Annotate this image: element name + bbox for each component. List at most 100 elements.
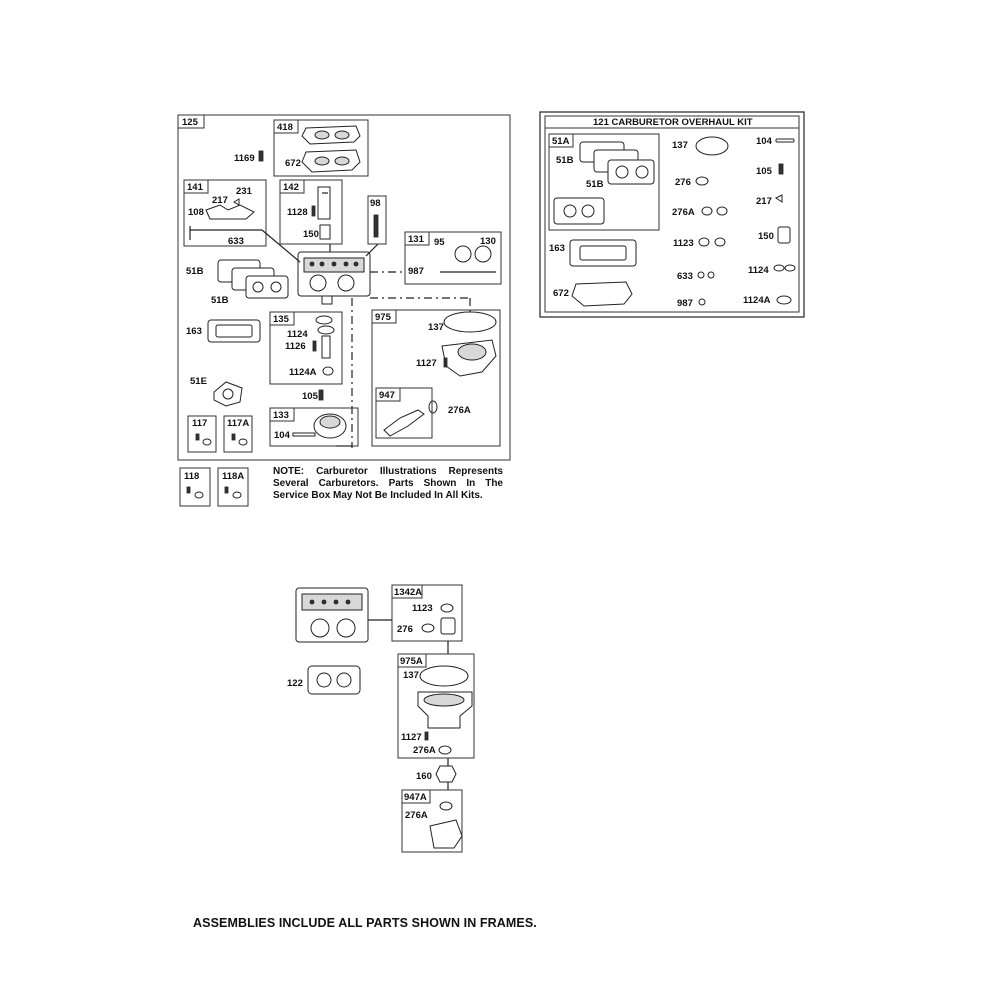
- label-1124: 1124: [287, 329, 308, 340]
- service-box-118: 118: [179, 467, 211, 507]
- gasket-51b-stack: 51B 51B: [186, 259, 289, 306]
- label-276a: 276A: [405, 810, 428, 821]
- label-975: 975: [375, 312, 392, 323]
- float-part: [315, 315, 333, 325]
- label-217: 217: [212, 195, 228, 206]
- label-163: 163: [549, 243, 565, 254]
- label-135: 135: [273, 314, 290, 325]
- seal-130-icon: [474, 245, 492, 263]
- label-108: 108: [188, 207, 204, 218]
- label-137: 137: [672, 140, 688, 151]
- screw-98-icon: [373, 214, 379, 238]
- label-633: 633: [677, 271, 693, 282]
- float-135-frame: 135 1124 1126 1124A: [269, 311, 343, 385]
- label-104: 104: [274, 430, 291, 441]
- fuel-bowl-975-frame: 975 137 1127 276A: [371, 309, 501, 447]
- gasket-set-418-frame: 418 672: [273, 119, 369, 177]
- clip-217-icon: [233, 198, 240, 206]
- label-160: 160: [416, 771, 432, 782]
- gasket-131-frame: 131 95 130 987: [404, 231, 502, 285]
- main-assembly-frame: 125: [177, 114, 511, 461]
- gasket-hole: [334, 130, 350, 140]
- service-box-117: 117: [187, 415, 217, 453]
- label-276a: 276A: [413, 745, 436, 756]
- washer-1124a-icon: [322, 366, 334, 376]
- label-276a: 276A: [672, 207, 695, 218]
- gasket-122: [307, 665, 361, 695]
- oring-137: [443, 311, 497, 333]
- carburetor-note: NOTE: Carburetor Illustrations Represent…: [273, 466, 503, 501]
- leader-lines: [261, 229, 471, 448]
- lower-leader-lines: [368, 619, 449, 790]
- gasket-hole: [314, 130, 330, 140]
- label-672: 672: [285, 158, 301, 169]
- label-987: 987: [677, 298, 693, 309]
- throttle-plate-108: [205, 204, 255, 220]
- float-bowl-inner: [319, 415, 341, 429]
- label-163: 163: [186, 326, 202, 337]
- choke-142-frame: 142 1128 150: [279, 179, 343, 245]
- kit-washer-276: [695, 176, 709, 186]
- gasket-hole: [314, 156, 330, 166]
- label-1128: 1128: [287, 207, 308, 218]
- kit-gasket: [553, 197, 605, 225]
- label-142: 142: [283, 182, 299, 193]
- label-117: 117: [192, 418, 207, 429]
- label-51b: 51B: [211, 295, 229, 306]
- gasket-163-inner: [215, 324, 253, 338]
- screw-1126-icon: [312, 340, 317, 352]
- label-104: 104: [756, 136, 773, 147]
- gasket-top-shape: [301, 125, 361, 145]
- nut-160: [435, 765, 457, 783]
- screw-105-icon: [318, 389, 324, 401]
- kit-gasket-672: [571, 281, 633, 307]
- label-51b: 51B: [586, 179, 604, 190]
- label-1342a: 1342A: [394, 587, 422, 598]
- label-51a: 51A: [552, 136, 570, 147]
- label-51b: 51B: [186, 266, 204, 277]
- label-118a: 118A: [222, 471, 244, 482]
- part-150-icon: [319, 224, 331, 240]
- kit-1342a-frame: 1342A 1123 276: [391, 584, 463, 642]
- gasket-hole: [334, 156, 350, 166]
- label-418: 418: [277, 122, 293, 133]
- label-1124a: 1124A: [743, 295, 771, 306]
- gasket-672-shape: [301, 149, 361, 173]
- label-217: 217: [756, 196, 772, 207]
- gasket-51e-hole: [222, 388, 234, 400]
- label-276: 276: [397, 624, 413, 635]
- label-231: 231: [236, 186, 253, 197]
- label-98: 98: [370, 198, 381, 209]
- label-105: 105: [756, 166, 773, 177]
- label-131: 131: [408, 234, 425, 245]
- overhaul-kit-title: 121 CARBURETOR OVERHAUL KIT: [593, 117, 753, 128]
- solenoid-947-frame: 947: [375, 387, 433, 439]
- throttle-shaft-141-frame: 141 231 217 108 633: [183, 179, 267, 247]
- float-bowl-133-frame: 133 104: [269, 407, 359, 447]
- label-1126: 1126: [285, 341, 306, 352]
- label-150: 150: [758, 231, 774, 242]
- label-276: 276: [675, 177, 691, 188]
- kit-51a-frame: 51A 51B 51B: [548, 133, 660, 231]
- label-1123: 1123: [673, 238, 694, 249]
- choke-plate: [317, 186, 331, 220]
- label-51e: 51E: [190, 376, 207, 387]
- label-137: 137: [428, 322, 444, 333]
- label-137: 137: [403, 670, 419, 681]
- label-1124a: 1124A: [289, 367, 317, 378]
- screw-1169-icon: [258, 150, 264, 162]
- label-1127: 1127: [416, 358, 437, 369]
- label-1169: 1169: [234, 153, 255, 164]
- label-150: 150: [303, 229, 319, 240]
- label-105: 105: [302, 391, 319, 402]
- label-947: 947: [379, 390, 395, 401]
- screw-1128-icon: [311, 205, 316, 217]
- label-1124: 1124: [748, 265, 769, 276]
- label-122: 122: [287, 678, 303, 689]
- solenoid-body: [383, 409, 425, 437]
- fuel-bowl-975a-frame: 975A 137 1127 276A: [397, 653, 475, 759]
- label-975a: 975A: [400, 656, 423, 667]
- service-box-118a: 118A: [217, 467, 249, 507]
- overhaul-kit-frame: 121 CARBURETOR OVERHAUL KIT: [539, 111, 805, 318]
